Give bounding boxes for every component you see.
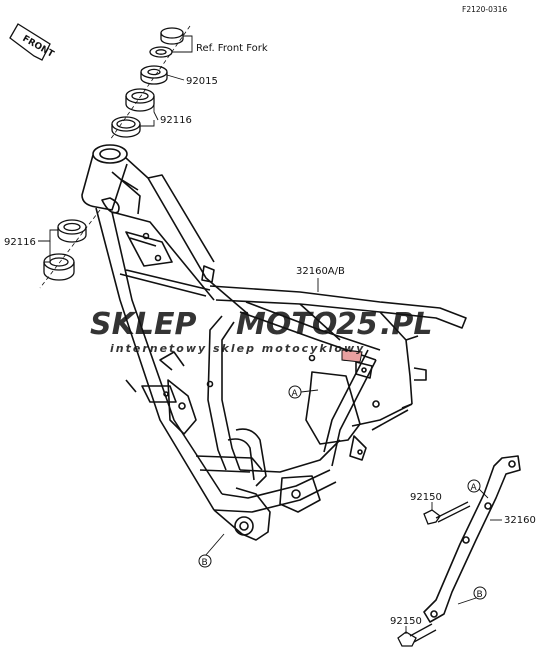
watermark-tagline: internetowy sklep motocyklowy — [110, 342, 365, 355]
diagram-code: F2120-0316 — [462, 5, 507, 14]
callout-92150-upper: 92150 — [410, 492, 442, 503]
marker-b-frame: B — [198, 533, 225, 568]
callout-92150-lower: 92150 — [390, 616, 422, 627]
highlight-tab — [341, 349, 363, 363]
marker-b-label: B — [202, 558, 208, 568]
callout-92116-left: 92116 — [4, 237, 36, 248]
lower-bearing — [39, 209, 101, 289]
top-leaders — [140, 35, 193, 127]
steering-stack — [109, 25, 191, 141]
callout-92015: 92015 — [186, 76, 218, 87]
front-label: FRONT — [21, 34, 57, 60]
callout-92116-top: 92116 — [160, 115, 192, 126]
marker-a-label: A — [292, 389, 299, 399]
marker-a-brace-label: A — [471, 483, 478, 493]
rear-brace — [423, 455, 521, 623]
watermark-brand-num: 25 — [336, 307, 378, 342]
marker-a-brace: A — [467, 479, 489, 499]
callout-32160ab: 32160A/B — [296, 266, 345, 277]
callout-32160: 32160 — [504, 515, 536, 526]
bolt-92150-upper — [423, 501, 471, 525]
front-arrow: FRONT — [9, 23, 57, 61]
watermark-brand-left: SKLEP — [90, 307, 196, 342]
bolt-92150-lower — [397, 623, 437, 647]
marker-b-brace-label: B — [477, 590, 483, 600]
left-leaders — [38, 229, 58, 263]
marker-a-frame: A — [288, 385, 319, 399]
watermark-brand-tld: .PL — [380, 307, 433, 342]
watermark-brand-mid: MOTO — [236, 307, 337, 342]
callout-ref-front-fork: Ref. Front Fork — [196, 43, 268, 54]
watermark: SKLEP MOTO 25 .PL internetowy sklep moto… — [90, 307, 433, 355]
marker-b-brace: B — [457, 586, 487, 605]
